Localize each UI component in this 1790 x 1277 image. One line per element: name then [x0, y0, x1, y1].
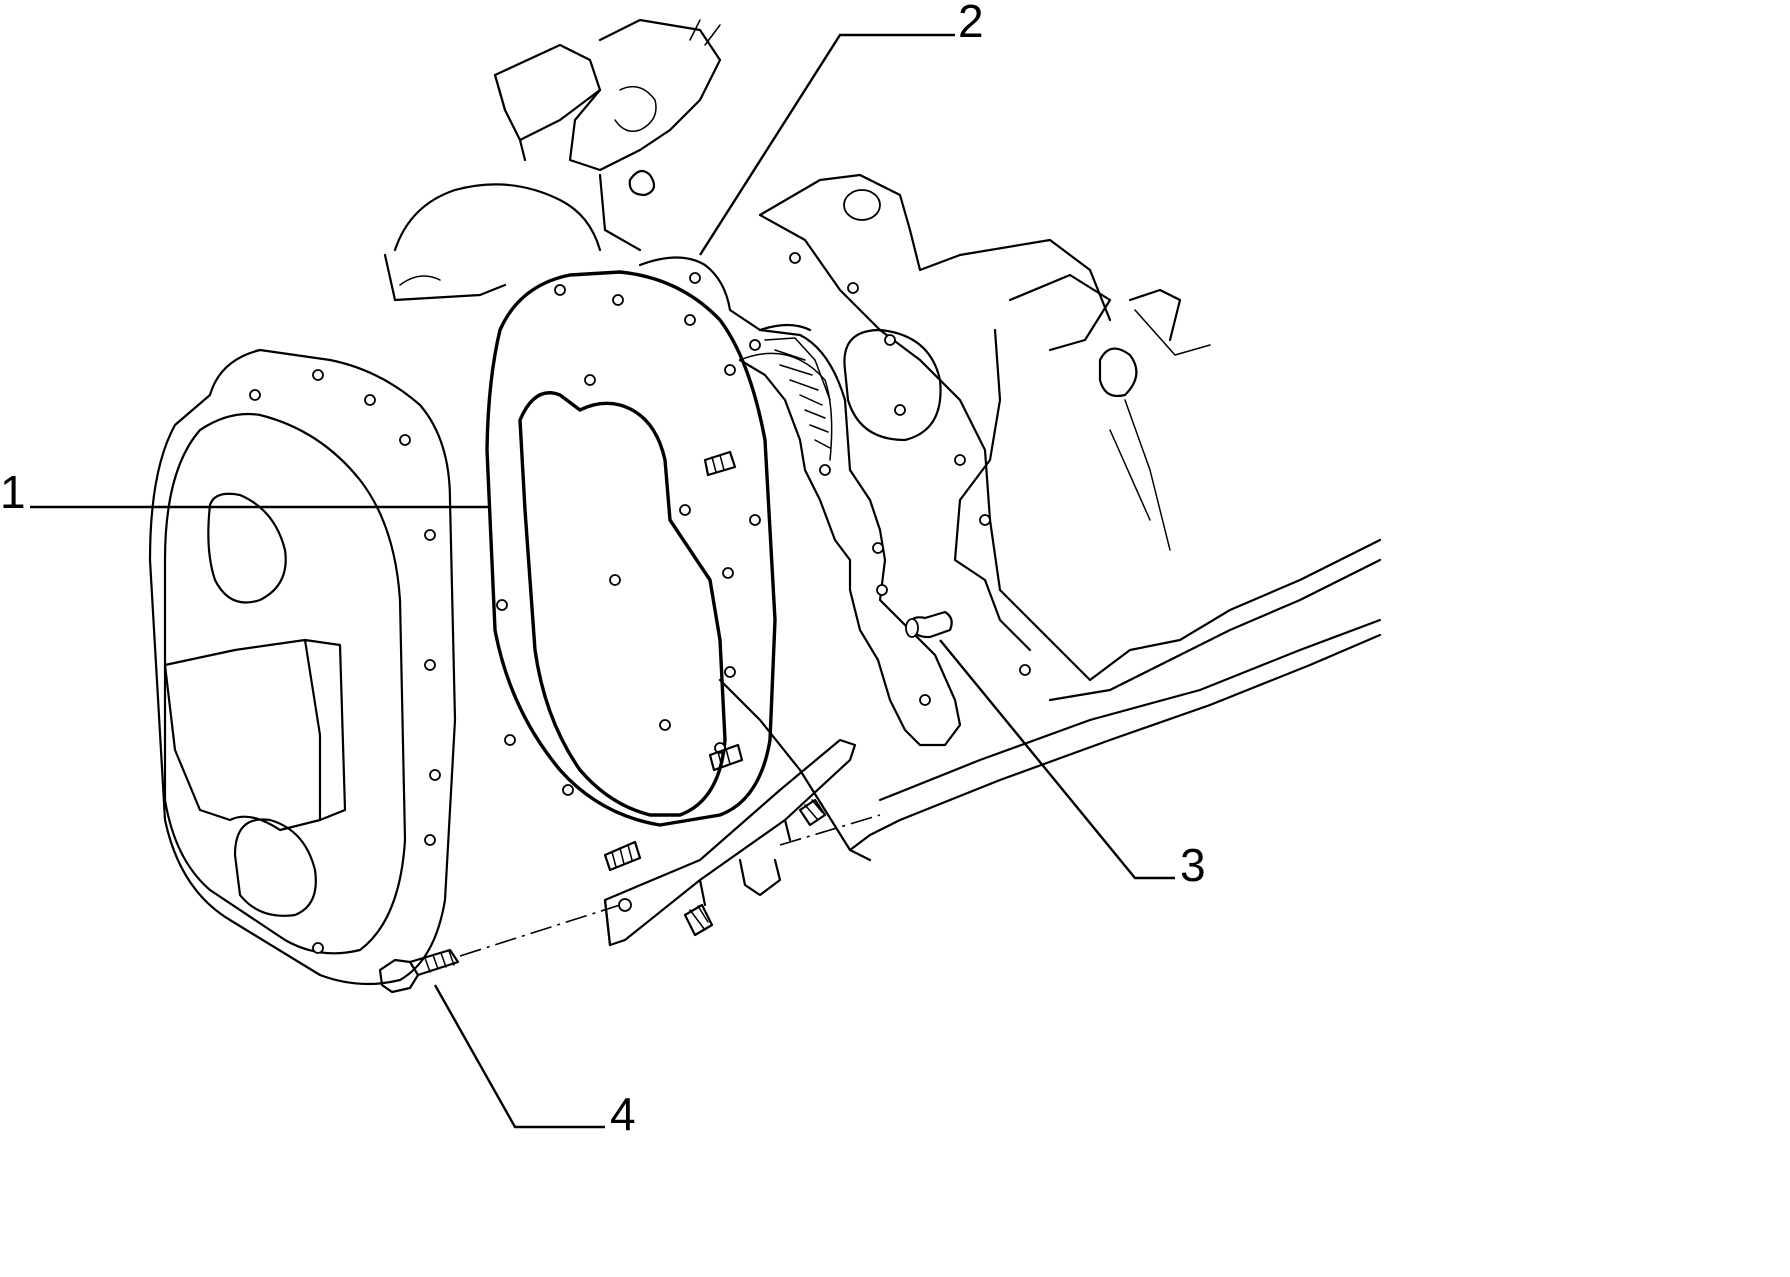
dowel-pin-upper [703, 450, 737, 477]
callout-1: 1 [0, 466, 26, 518]
callout-3: 3 [1180, 839, 1206, 891]
lower-bracket [603, 738, 857, 947]
assembly-axis-bolt [459, 904, 621, 957]
callout-4: 4 [610, 1088, 636, 1140]
leader-line-3 [939, 639, 1175, 880]
leader-line-2 [698, 33, 955, 256]
dowel-pin-part-3 [905, 610, 953, 639]
assembly-axis-pin [779, 814, 881, 846]
engine-upper-background [383, 18, 722, 302]
leader-line-4 [433, 984, 605, 1129]
dowel-pin-left [603, 840, 642, 872]
stud-lower [683, 903, 714, 937]
dowel-pin-mid [708, 743, 744, 772]
bolt-part-4 [378, 948, 460, 994]
plate-part-2 [638, 256, 962, 747]
engine-block-background [718, 173, 1382, 862]
gasket-part-1 [485, 270, 777, 827]
callout-2: 2 [958, 0, 984, 47]
timing-cover [148, 348, 457, 986]
stud-upper [798, 798, 827, 827]
